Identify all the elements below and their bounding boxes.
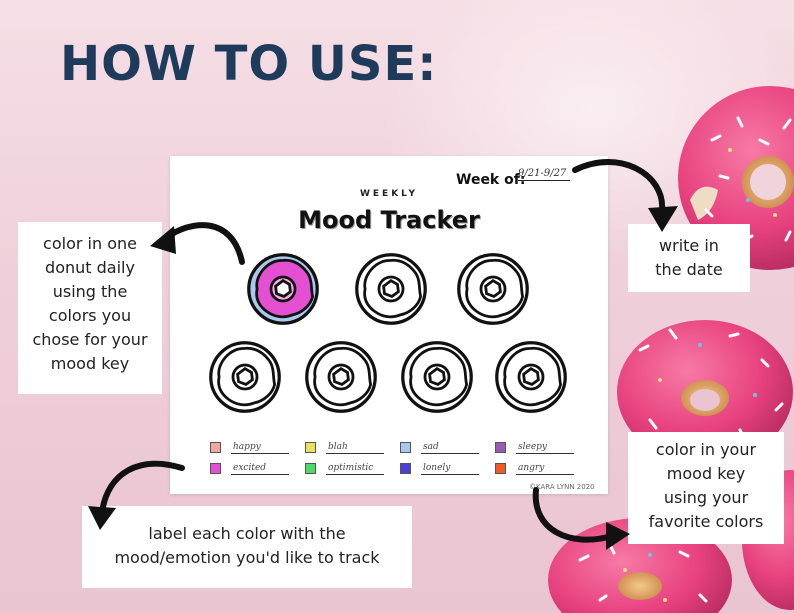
mood-key-label: optimistic: [326, 463, 384, 475]
mood-key-swatch: [495, 442, 506, 453]
donut-decoration-top-right: [678, 86, 794, 270]
donut-day-5[interactable]: [304, 340, 378, 414]
donut-day-3[interactable]: [456, 252, 530, 326]
sheet-subtitle: WEEKLY: [359, 189, 419, 199]
sheet-title: Mood Tracker: [298, 206, 480, 234]
mood-key-swatch: [305, 442, 316, 453]
mood-key-item-lonely: lonely: [400, 463, 479, 475]
mood-key-item-sad: sad: [400, 442, 479, 454]
donut-decoration-middle-right: [617, 320, 793, 464]
arrowhead-date: [648, 206, 678, 232]
mood-key-item-angry: angry: [495, 463, 574, 475]
mood-key-swatch: [400, 463, 411, 474]
arrow-to-note-donut: [163, 222, 245, 265]
mood-key-label: sad: [421, 442, 479, 454]
arrowhead-key: [606, 522, 630, 550]
mood-key-swatch: [305, 463, 316, 474]
mood-key-label: excited: [231, 463, 289, 475]
mood-key-swatch: [400, 442, 411, 453]
copyright: ©KARA LYNN 2020: [529, 483, 595, 491]
mood-key-item-blah: blah: [305, 442, 384, 454]
mood-key-label: lonely: [421, 463, 479, 475]
mood-key-label: happy: [231, 442, 289, 454]
week-of-label: Week of:: [456, 172, 526, 188]
mood-key-label: sleepy: [516, 442, 574, 454]
arrowhead-label: [88, 506, 116, 530]
donut-day-1-filled[interactable]: [246, 252, 320, 326]
mood-tracker-sheet: Week of: 9/21-9/27 WEEKLY Mood Tracker h…: [170, 156, 608, 494]
mood-key-item-optimistic: optimistic: [305, 463, 384, 475]
donut-day-6[interactable]: [400, 340, 474, 414]
arrow-to-note-key: [532, 487, 615, 543]
sprinkles-blue: [648, 198, 757, 557]
note-write-date: write in the date: [628, 224, 750, 292]
mood-key-swatch: [210, 442, 221, 453]
mood-key-label: angry: [516, 463, 574, 475]
arrowhead-donut: [150, 226, 176, 254]
donut-day-7[interactable]: [494, 340, 568, 414]
mood-key-label: blah: [326, 442, 384, 454]
arrow-to-note-date: [572, 159, 666, 213]
donut-day-4[interactable]: [208, 340, 282, 414]
note-color-in-donut: color in one donut daily using the color…: [18, 222, 162, 394]
mood-key-swatch: [495, 463, 506, 474]
mood-key-swatch: [210, 463, 221, 474]
page-title: HOW TO USE:: [60, 36, 438, 92]
donut-day-2[interactable]: [354, 252, 428, 326]
note-label-colors: label each color with the mood/emotion y…: [82, 506, 412, 588]
mood-key-item-sleepy: sleepy: [495, 442, 574, 454]
week-of-value: 9/21-9/27: [518, 168, 570, 181]
mood-key-item-happy: happy: [210, 442, 289, 454]
mood-key-item-excited: excited: [210, 463, 289, 475]
arrow-to-note-label: [99, 460, 185, 515]
note-color-key: color in your mood key using your favori…: [628, 432, 784, 544]
